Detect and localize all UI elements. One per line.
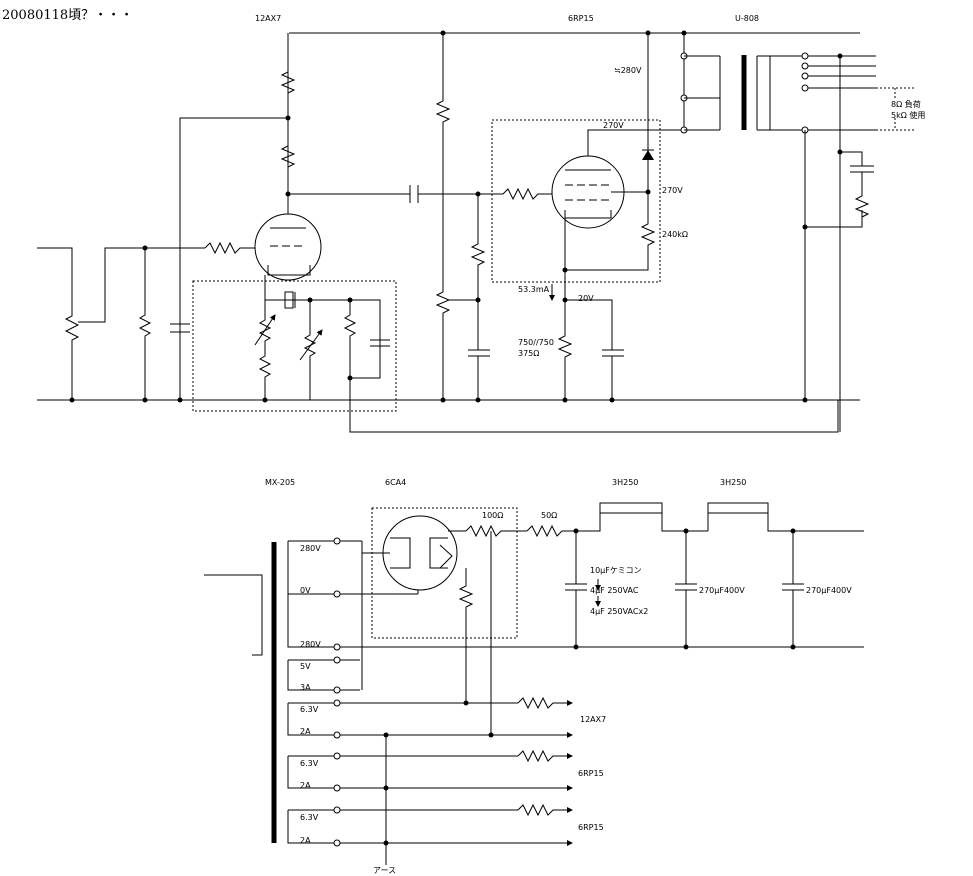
- label-270v-plate: 270V: [603, 121, 624, 130]
- choke-1-symbol: [576, 502, 708, 532]
- label-ground: アース: [373, 866, 396, 875]
- label-5k-use: 5kΩ 使用: [891, 110, 925, 120]
- label-heater-load-3: 6RP15: [578, 823, 604, 832]
- label-6ca4: 6CA4: [385, 478, 406, 487]
- label-cap-2: 270μF400V: [699, 586, 745, 595]
- label-240k: 240kΩ: [662, 230, 688, 239]
- label-u808: U-808: [735, 14, 759, 23]
- label-12ax7: 12AX7: [255, 14, 281, 23]
- plate-resistor-1: [280, 66, 296, 118]
- label-270v-screen: 270V: [662, 186, 683, 195]
- label-heater2-a: 2A: [300, 781, 311, 790]
- label-tap-280-top: 280V: [300, 544, 321, 553]
- label-choke-1: 3H250: [612, 478, 638, 487]
- label-heater2-v: 6.3V: [300, 759, 319, 768]
- label-5v: 5V: [300, 662, 311, 671]
- input-volume-pot: [64, 310, 80, 400]
- label-heater1-a: 2A: [300, 727, 311, 736]
- label-heater1-v: 6.3V: [300, 705, 319, 714]
- label-8ohm-load: 8Ω 負荷: [891, 99, 921, 109]
- tube-6ca4-symbol: [382, 515, 458, 591]
- label-tap-0: 0V: [300, 586, 311, 595]
- label-heater3-a: 2A: [300, 836, 311, 845]
- amplifier-circuit: 12AX7 6RP15 U-808 ≒280V 270V 270V 240kΩ …: [37, 14, 925, 433]
- label-cap-note-2: 4μF 250VAC: [590, 586, 639, 595]
- label-tap-280-bottom: 280V: [300, 640, 321, 649]
- tube-12ax7-symbol: [254, 213, 322, 281]
- label-cap-note-1: 10μFケミコン: [590, 566, 642, 575]
- label-3a: 3A: [300, 683, 311, 692]
- label-50ohm: 50Ω: [541, 511, 557, 520]
- label-heater3-v: 6.3V: [300, 813, 319, 822]
- label-mx205: MX-205: [265, 478, 295, 487]
- label-cap-3: 270μF400V: [806, 586, 852, 595]
- power-supply-circuit: MX-205 6CA4 3H250 3H250 100Ω 50Ω 280V 0V…: [204, 478, 864, 875]
- 6rp15-grid-stopper: [502, 187, 552, 201]
- label-cathode-r-2: 375Ω: [518, 349, 539, 358]
- label-cap-note-3: 4μF 250VACx2: [590, 607, 648, 616]
- label-6rp15: 6RP15: [568, 14, 594, 23]
- label-53mA: 53.3mA: [518, 285, 550, 294]
- input-grid-resistor: [138, 310, 152, 400]
- label-280v-approx: ≒280V: [614, 66, 642, 75]
- choke-2-symbol: [707, 502, 864, 532]
- label-20v: 20V: [578, 294, 594, 303]
- plate-resistor-2: [280, 140, 296, 194]
- grid-stopper-resistor: [204, 241, 255, 255]
- output-transformer-symbol: [680, 33, 876, 134]
- label-100ohm: 100Ω: [482, 511, 503, 520]
- page-title: 20080118頃？・・・: [2, 8, 133, 23]
- label-heater-load-2: 6RP15: [578, 769, 604, 778]
- label-heater-load-1: 12AX7: [580, 715, 606, 724]
- label-cathode-r-1: 750//750: [518, 338, 554, 347]
- label-choke-2: 3H250: [720, 478, 746, 487]
